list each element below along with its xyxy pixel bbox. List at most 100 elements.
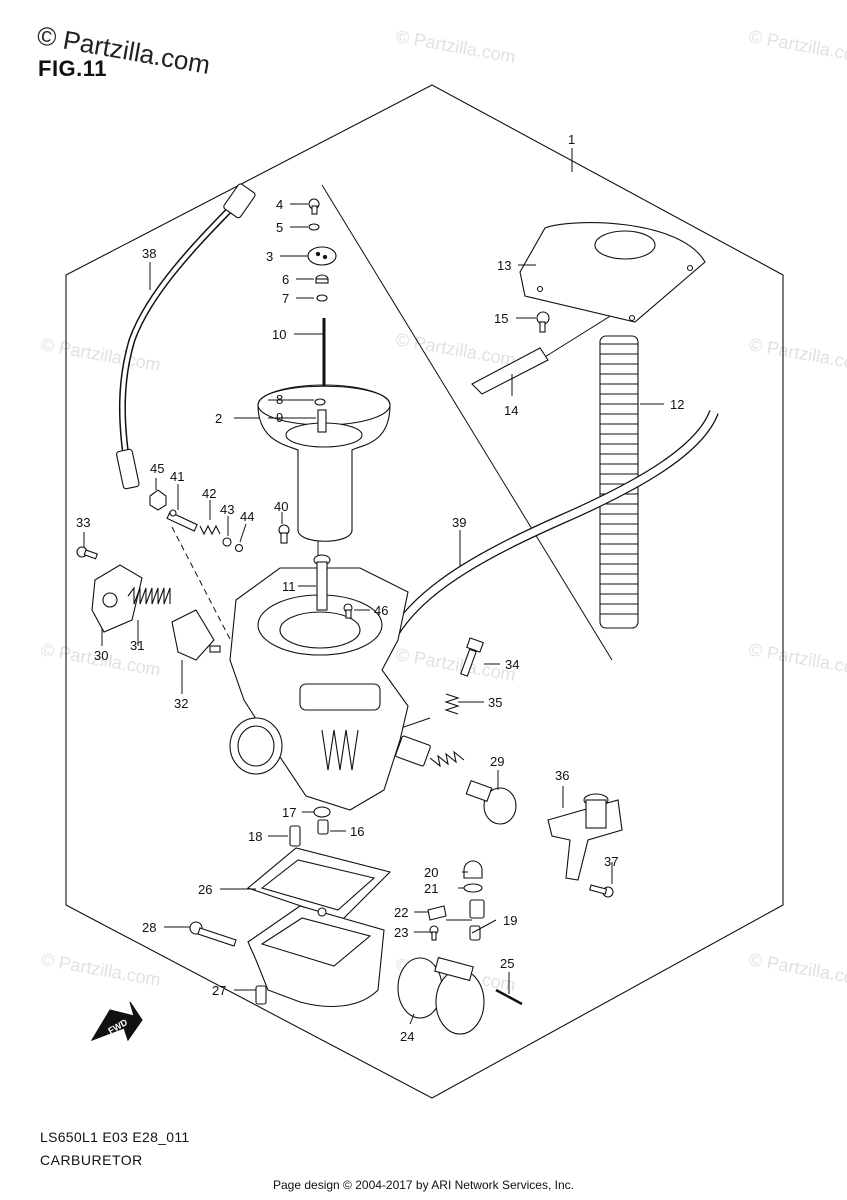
watermark-grid: © Partzilla.com © Partzilla.com © Partzi… — [39, 26, 847, 995]
collar-6 — [315, 274, 329, 284]
float-valve-19 — [469, 899, 485, 941]
piston-diaphragm-2 — [257, 384, 391, 542]
watermark: © Partzilla.com — [39, 949, 162, 990]
o-ring-21 — [463, 883, 483, 893]
cover-30 — [91, 564, 143, 633]
part-label-4: 4 — [276, 197, 283, 212]
screw-15 — [536, 311, 550, 333]
part-label-39: 39 — [452, 515, 466, 530]
part-label-34: 34 — [505, 657, 519, 672]
screw-40 — [278, 524, 290, 544]
part-label-13: 13 — [497, 258, 511, 273]
needle-retainer-3 — [307, 246, 337, 266]
watermark: © Partzilla.com — [39, 334, 162, 375]
washer-8 — [314, 398, 326, 406]
watermark: © Partzilla.com — [394, 26, 517, 67]
watermark: © Partzilla.com — [394, 644, 517, 685]
part-label-11: 11 — [282, 579, 296, 594]
spring-42 — [199, 524, 221, 536]
figure-label: FIG.11 — [38, 56, 108, 81]
bracket-36 — [547, 793, 623, 881]
fwd-arrow-icon — [90, 1001, 143, 1042]
screw-23 — [429, 925, 439, 941]
watermark: © Partzilla.com — [747, 949, 847, 990]
part-label-9: 9 — [276, 410, 283, 425]
spring-35 — [444, 693, 460, 715]
nut-45 — [149, 489, 167, 511]
part-label-45: 45 — [150, 461, 164, 476]
watermark: © Partzilla.com — [747, 639, 847, 680]
jet-16 — [317, 819, 329, 835]
screw-4 — [308, 198, 320, 215]
needle-jet-11 — [313, 554, 331, 611]
part-label-36: 36 — [555, 768, 569, 783]
float-pin-25 — [495, 988, 523, 1006]
watermark: © Partzilla.com — [747, 334, 847, 375]
part-label-30: 30 — [94, 648, 108, 663]
footer-credit: Page design © 2004-2017 by ARI Network S… — [272, 1178, 574, 1192]
part-label-15: 15 — [494, 311, 508, 326]
float-24 — [397, 956, 485, 1035]
part-label-18: 18 — [248, 829, 262, 844]
diaphragm-32 — [171, 609, 221, 661]
part-label-14: 14 — [504, 403, 518, 418]
washer-5 — [308, 223, 320, 231]
part-label-5: 5 — [276, 220, 283, 235]
part-label-24: 24 — [400, 1029, 414, 1044]
part-label-6: 6 — [282, 272, 289, 287]
cap-20 — [463, 860, 483, 879]
part-label-1: 1 — [568, 132, 575, 147]
part-label-19: 19 — [503, 913, 517, 928]
part-label-17: 17 — [282, 805, 296, 820]
part-label-12: 12 — [670, 397, 684, 412]
screw-41 — [166, 509, 198, 532]
part-label-8: 8 — [276, 392, 283, 407]
assembly-boundary — [65, 84, 784, 1099]
carburetor-body — [229, 567, 409, 811]
float-bowl — [247, 905, 385, 1007]
leader-lines — [83, 148, 664, 1025]
spring-seat-9 — [317, 409, 327, 433]
jet-18 — [289, 825, 301, 847]
part-label-29: 29 — [490, 754, 504, 769]
part-label-33: 33 — [76, 515, 90, 530]
part-label-23: 23 — [394, 925, 408, 940]
o-ring-44 — [234, 543, 244, 553]
part-label-7: 7 — [282, 291, 289, 306]
vent-hose-39 — [377, 410, 719, 662]
screw-46 — [343, 603, 353, 619]
watermark: © Partzilla.com — [394, 329, 517, 370]
part-label-32: 32 — [174, 696, 188, 711]
part-label-2: 2 — [215, 411, 222, 426]
clip-22 — [427, 905, 447, 921]
bracket-14 — [471, 347, 549, 395]
part-label-16: 16 — [350, 824, 364, 839]
top-cover-13 — [519, 222, 706, 323]
part-label-44: 44 — [240, 509, 254, 524]
part-label-42: 42 — [202, 486, 216, 501]
part-label-22: 22 — [394, 905, 408, 920]
part-label-35: 35 — [488, 695, 502, 710]
part-labels: 1 2 3 4 5 6 7 8 9 10 11 12 13 14 15 16 1… — [76, 132, 684, 1044]
spring-31 — [127, 586, 171, 605]
diagram-title: CARBURETOR — [40, 1152, 143, 1168]
screw-28 — [189, 921, 237, 947]
screw-33 — [76, 546, 98, 560]
part-label-46: 46 — [374, 603, 388, 618]
part-label-25: 25 — [500, 956, 514, 971]
throttle-stop-29 — [395, 735, 517, 825]
part-label-38: 38 — [142, 246, 156, 261]
o-ring-17 — [313, 806, 331, 818]
model-code: LS650L1 E03 E28_011 — [40, 1129, 190, 1145]
e-clip-7 — [316, 294, 328, 302]
screw-37 — [589, 884, 614, 898]
pilot-screw-34 — [460, 637, 484, 677]
part-label-43: 43 — [220, 502, 234, 517]
part-label-3: 3 — [266, 249, 273, 264]
throttle-cable-38 — [116, 183, 256, 490]
drain-screw-27 — [255, 985, 267, 1005]
part-label-37: 37 — [604, 854, 618, 869]
part-label-31: 31 — [130, 638, 144, 653]
watermark: © Partzilla.com — [747, 26, 847, 67]
